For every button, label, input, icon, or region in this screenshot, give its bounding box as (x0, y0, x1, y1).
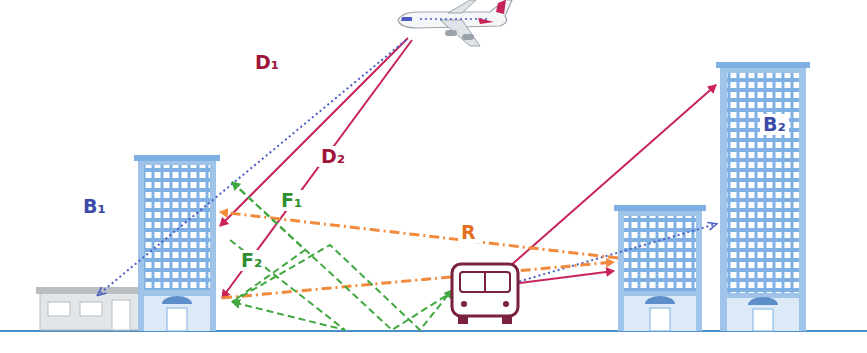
blocked-path (98, 40, 406, 295)
tall-building (716, 62, 810, 331)
reflected-path (220, 212, 618, 258)
bus-path (492, 85, 716, 282)
path-label: R (458, 222, 479, 243)
path-label: B₂ (760, 114, 789, 135)
airplane (398, 0, 512, 46)
path-label: D₂ (318, 146, 348, 167)
left-building (134, 155, 220, 331)
reflected-path (222, 262, 614, 298)
ground-reflection (232, 245, 452, 330)
path-label: D₁ (252, 52, 282, 73)
path-label: F₂ (238, 250, 265, 271)
path-label: B₁ (80, 196, 109, 217)
right-building (614, 205, 706, 331)
bus (452, 264, 518, 324)
blocked-path (500, 224, 716, 287)
shop (36, 287, 144, 330)
ground-reflection (232, 182, 305, 302)
ground-reflection (232, 182, 455, 330)
path-label: F₁ (278, 190, 305, 211)
ground-reflection (230, 240, 345, 330)
